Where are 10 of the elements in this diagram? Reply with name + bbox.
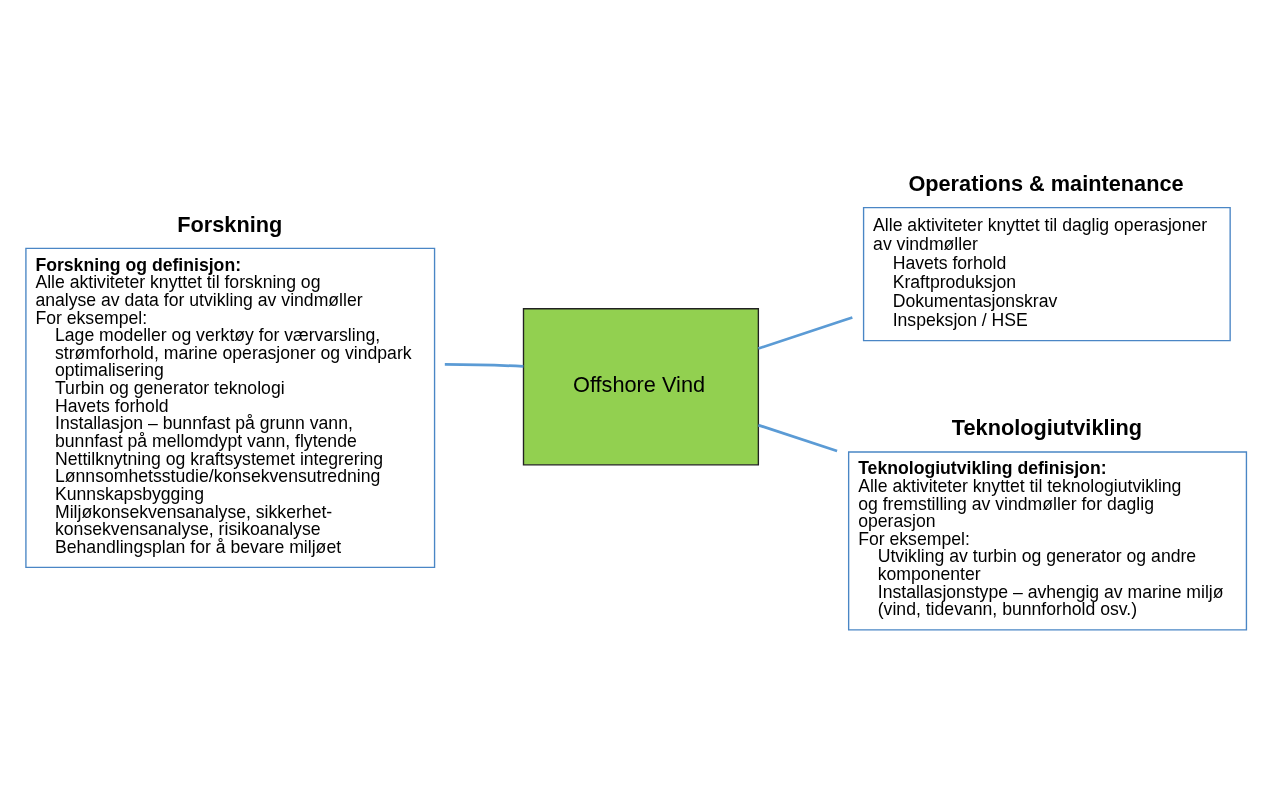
node-box: Forskning og definisjon: Alle aktiviteter knyttet til forskning og analyse av data for utvikling av vindmøller For eksempel: Lage modeller og verktøy for værvarsling, strømforhold, marine operasjoner og vindpark optimalisering Turbin og generator teknologi Havets forhold Installasjon – bunnfast på grunn vann, bunnfast på mellomdypt vann, flytende Nettilknytning og kraftsystemet integrering Lønnsomhetsstudie/konsekvensutredning Kunnskapsbygging Miljøkonsekvensanalyse, sikkerhet-konsekvensanalyse, risikoanalyse Behandlingsplan for å bevare miljøet [25,247,436,569]
node-label: Operations & maintenance [908,171,1184,197]
node-label: Teknologiutvikling [951,415,1143,441]
connector [444,363,524,368]
node-box: Teknologiutvikling definisjon: Alle aktiviteter knyttet til teknologiutvikling og fremstilling av vindmøller for daglig operasjon For eksempel: Utvikling av turbin og generator og andre komponenter Installasjonstype – avhengig av marine miljø (vind, tidevann, bunnforhold osv.) [847,451,1248,631]
node-box: Alle aktiviteter knyttet til daglig operasjoner av vindmøller Havets forhold Kraftproduksjon Dokumentasjonskrav Inspeksjon / HSE [862,206,1231,342]
node-label: Forskning [177,211,283,237]
connector [757,423,838,453]
connector [757,316,853,350]
node-box: Offshore Vind [522,308,760,466]
